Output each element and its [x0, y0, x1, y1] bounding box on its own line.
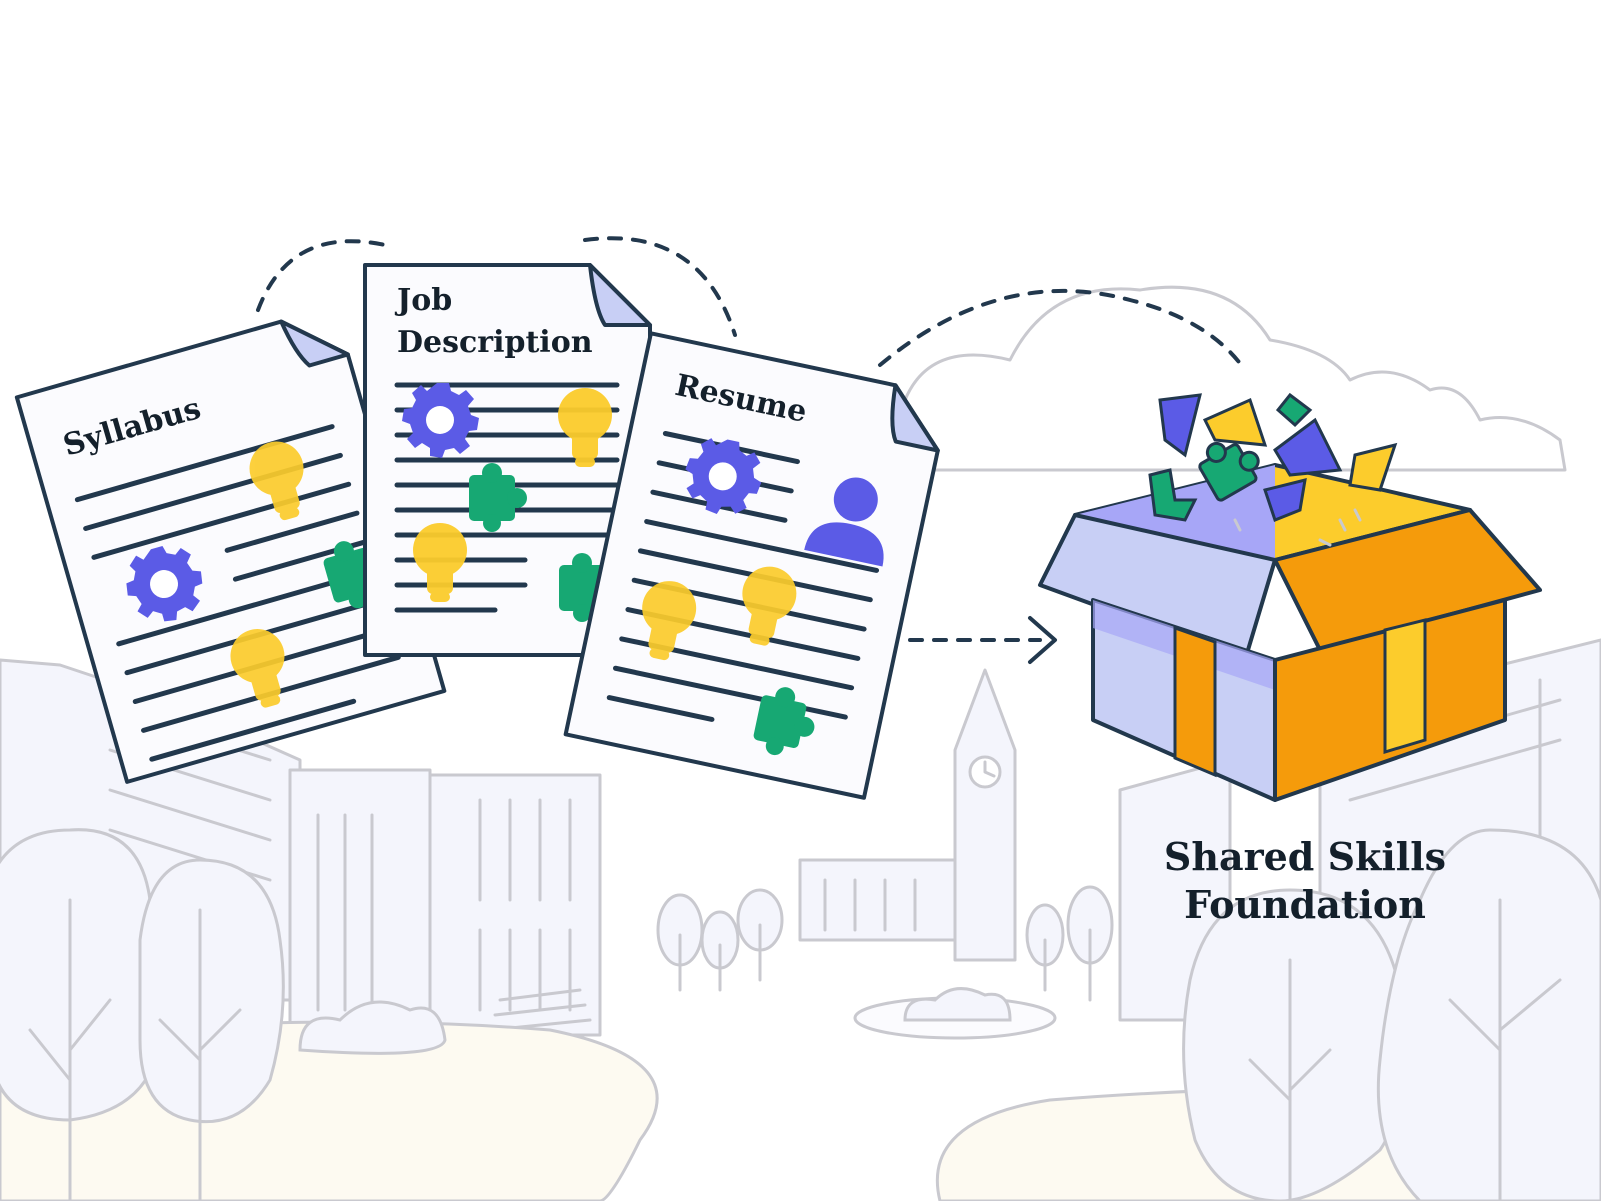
center-building: [428, 773, 602, 1037]
small-trees: [656, 885, 1114, 1002]
building-windows: [316, 798, 572, 1012]
document-title-line-1: Job: [394, 283, 452, 318]
caption-line-1: Shared Skills: [1164, 834, 1446, 879]
syllabus-document: Syllabus: [14, 319, 447, 784]
arrow-head-icon: [1028, 616, 1057, 664]
dashed-arc-2: [583, 236, 737, 337]
job-description-document: Job Description: [363, 263, 652, 657]
cloud-outline: [903, 285, 1567, 472]
shape-fragment: [1263, 477, 1307, 522]
low-hall: [798, 858, 957, 942]
clock-tower: [953, 668, 1017, 962]
box-icon: [1038, 392, 1542, 802]
shape-fragment: [1275, 392, 1313, 428]
shape-fragment: [1348, 442, 1398, 492]
shape-fragment: [1148, 468, 1198, 522]
campus-background: [0, 285, 1601, 1201]
shape-fragment: [1202, 397, 1268, 447]
page-fold-icon: [279, 319, 350, 368]
page-fold-icon: [588, 263, 652, 327]
middle-building: [288, 768, 432, 1042]
shape-fragment: [1158, 393, 1202, 458]
caption-line-2: Foundation: [1184, 882, 1426, 927]
big-trees-left: [0, 828, 285, 1201]
page-fold-icon: [890, 383, 940, 453]
bush: [903, 987, 1012, 1022]
person-icon: [804, 477, 884, 567]
resume-document: Resume: [563, 331, 940, 800]
bush: [298, 1000, 447, 1055]
puzzle-piece-icon: [1198, 441, 1260, 502]
dashed-arc-1: [256, 239, 387, 312]
big-trees-right: [1182, 828, 1601, 1201]
document-title-line-2: Description: [397, 325, 593, 360]
dashed-arc-3: [878, 289, 1247, 372]
shape-fragment: [1273, 417, 1343, 477]
